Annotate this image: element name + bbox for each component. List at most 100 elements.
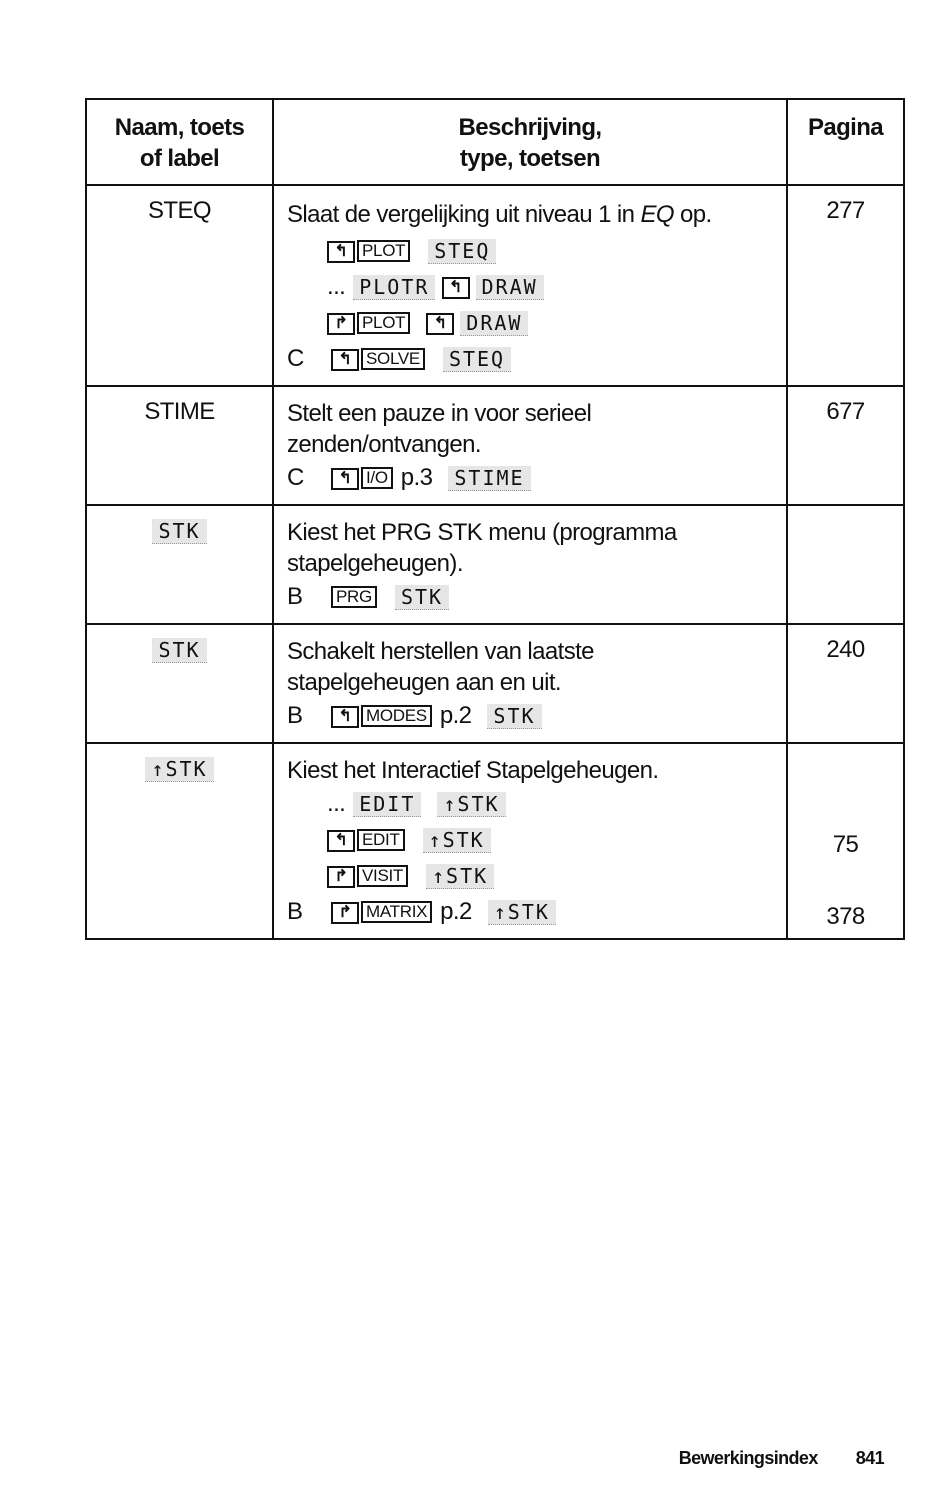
prg-key: PRG — [331, 586, 377, 608]
row-name-cell: STK — [85, 504, 274, 625]
row-page — [788, 755, 903, 791]
left-shift-key: ↰ — [327, 830, 355, 852]
header-description-line-2: type, toetsen — [459, 145, 601, 172]
row-page-cell: 677 — [786, 385, 905, 506]
row-page — [788, 863, 903, 899]
key-sequence: C ↰I/O p.3 STIME — [287, 460, 786, 496]
modes-key: MODES — [361, 705, 432, 727]
right-shift-key: ↱ — [331, 902, 359, 924]
header-row: Naam, toets of label Beschrijving, type,… — [85, 98, 905, 186]
softkey-stime: STIME — [448, 466, 531, 491]
key-sequence: ↱PLOT ↰DRAW — [287, 305, 786, 341]
softkey-plotr: PLOTR — [353, 275, 436, 300]
header-page-label: Pagina — [807, 114, 884, 141]
softkey-interactive-stk: ↑STK — [437, 792, 506, 817]
menu-page: p.2 — [439, 702, 472, 729]
edit-key: EDIT — [357, 829, 405, 851]
right-shift-key: ↱ — [327, 313, 355, 335]
row-name: STIME — [144, 398, 215, 425]
left-shift-key: ↰ — [331, 706, 359, 728]
description-line: stapelgeheugen). — [287, 550, 463, 577]
row-description-cell: Kiest het Interactief Stapelgeheugen. ..… — [272, 742, 788, 940]
ellipsis: ... — [327, 273, 346, 300]
description-line: Kiest het PRG STK menu (programma — [287, 519, 677, 546]
visit-key: VISIT — [357, 865, 409, 887]
row-page: 75 — [832, 831, 859, 858]
description-line: zenden/ontvangen. — [287, 431, 482, 458]
header-name: Naam, toets of label — [85, 98, 274, 186]
row-page: 677 — [826, 398, 865, 425]
row-description-cell: Stelt een pauze in voor serieel zenden/o… — [272, 385, 788, 506]
type-letter: C — [287, 345, 304, 372]
row-page: 240 — [826, 636, 865, 663]
description-text: Slaat de vergelijking uit niveau 1 in — [287, 201, 641, 228]
row-name-cell: ↑STK — [85, 742, 274, 940]
table-row-interactive-stk: ↑STK Kiest het Interactief Stapelgeheuge… — [85, 742, 905, 940]
header-name-line-2: of label — [139, 145, 220, 172]
row-page-cell: 75 378 — [786, 742, 905, 940]
softkey-stk: STK — [394, 585, 450, 610]
right-shift-key: ↱ — [327, 866, 355, 888]
row-description-cell: Slaat de vergelijking uit niveau 1 in EQ… — [272, 184, 788, 387]
plot-key: PLOT — [357, 312, 411, 334]
table-row-stk-mode: STK Schakelt herstellen van laatste stap… — [85, 623, 905, 744]
key-sequence: ↱VISIT ↑STK — [287, 858, 786, 894]
type-letter: B — [287, 898, 303, 925]
left-shift-key: ↰ — [331, 468, 359, 490]
row-page: 277 — [826, 197, 865, 224]
table-row-stime: STIME Stelt een pauze in voor serieel ze… — [85, 385, 905, 506]
softkey-draw: DRAW — [460, 311, 529, 336]
left-shift-key: ↰ — [426, 313, 455, 335]
io-key: I/O — [361, 467, 393, 489]
footer-section-title: Bewerkingsindex — [678, 1448, 819, 1468]
plot-key: PLOT — [357, 240, 411, 262]
type-letter: C — [287, 464, 304, 491]
row-page-cell — [786, 504, 905, 625]
row-name-cell: STIME — [85, 385, 274, 506]
solve-key: SOLVE — [361, 348, 425, 370]
description-text-end: op. — [673, 201, 712, 228]
row-name-softkey: STK — [152, 638, 207, 663]
menu-page: p.3 — [400, 464, 433, 491]
softkey-steq: STEQ — [428, 239, 497, 264]
key-sequence: ...EDIT↑STK — [287, 786, 786, 822]
left-shift-key: ↰ — [327, 241, 355, 263]
type-letter: B — [287, 702, 303, 729]
softkey-edit: EDIT — [353, 792, 422, 817]
row-description-cell: Schakelt herstellen van laatste stapelge… — [272, 623, 788, 744]
left-shift-key: ↰ — [441, 277, 470, 299]
key-sequence: B PRG STK — [287, 579, 786, 615]
type-letter: B — [287, 583, 303, 610]
softkey-interactive-stk: ↑STK — [422, 828, 491, 853]
softkey-draw: DRAW — [475, 275, 544, 300]
operations-index-table: Naam, toets of label Beschrijving, type,… — [85, 98, 905, 940]
description-line: stapelgeheugen aan en uit. — [287, 669, 562, 696]
row-name-cell: STEQ — [85, 184, 274, 387]
description-line: Schakelt herstellen van laatste — [287, 638, 595, 665]
header-name-line-1: Naam, toets — [114, 114, 245, 141]
key-sequence: ↰PLOT STEQ — [287, 233, 786, 269]
description-line: Slaat de vergelijking uit niveau 1 in EQ… — [287, 197, 786, 233]
description-line: Stelt een pauze in voor serieel — [287, 400, 592, 427]
header-description: Beschrijving, type, toetsen — [272, 98, 788, 186]
softkey-interactive-stk: ↑STK — [426, 864, 495, 889]
key-sequence: ... PLOTR ↰DRAW — [287, 269, 786, 305]
softkey-interactive-stk: ↑STK — [487, 900, 556, 925]
key-sequence: B ↱MATRIX p.2 ↑STK — [287, 894, 786, 930]
row-page — [788, 791, 903, 827]
table-row-stk-menu: STK Kiest het PRG STK menu (programma st… — [85, 504, 905, 625]
header-description-line-1: Beschrijving, — [458, 114, 603, 141]
row-description-cell: Kiest het PRG STK menu (programma stapel… — [272, 504, 788, 625]
row-page-cell: 277 — [786, 184, 905, 387]
row-name: STEQ — [148, 197, 212, 224]
row-page: 378 — [826, 903, 865, 930]
table-row-steq: STEQ Slaat de vergelijking uit niveau 1 … — [85, 184, 905, 387]
description-italic: EQ — [640, 201, 674, 228]
menu-page: p.2 — [440, 898, 472, 925]
row-page-cell: 240 — [786, 623, 905, 744]
matrix-key: MATRIX — [361, 901, 433, 923]
key-sequence: ↰EDIT ↑STK — [287, 822, 786, 858]
